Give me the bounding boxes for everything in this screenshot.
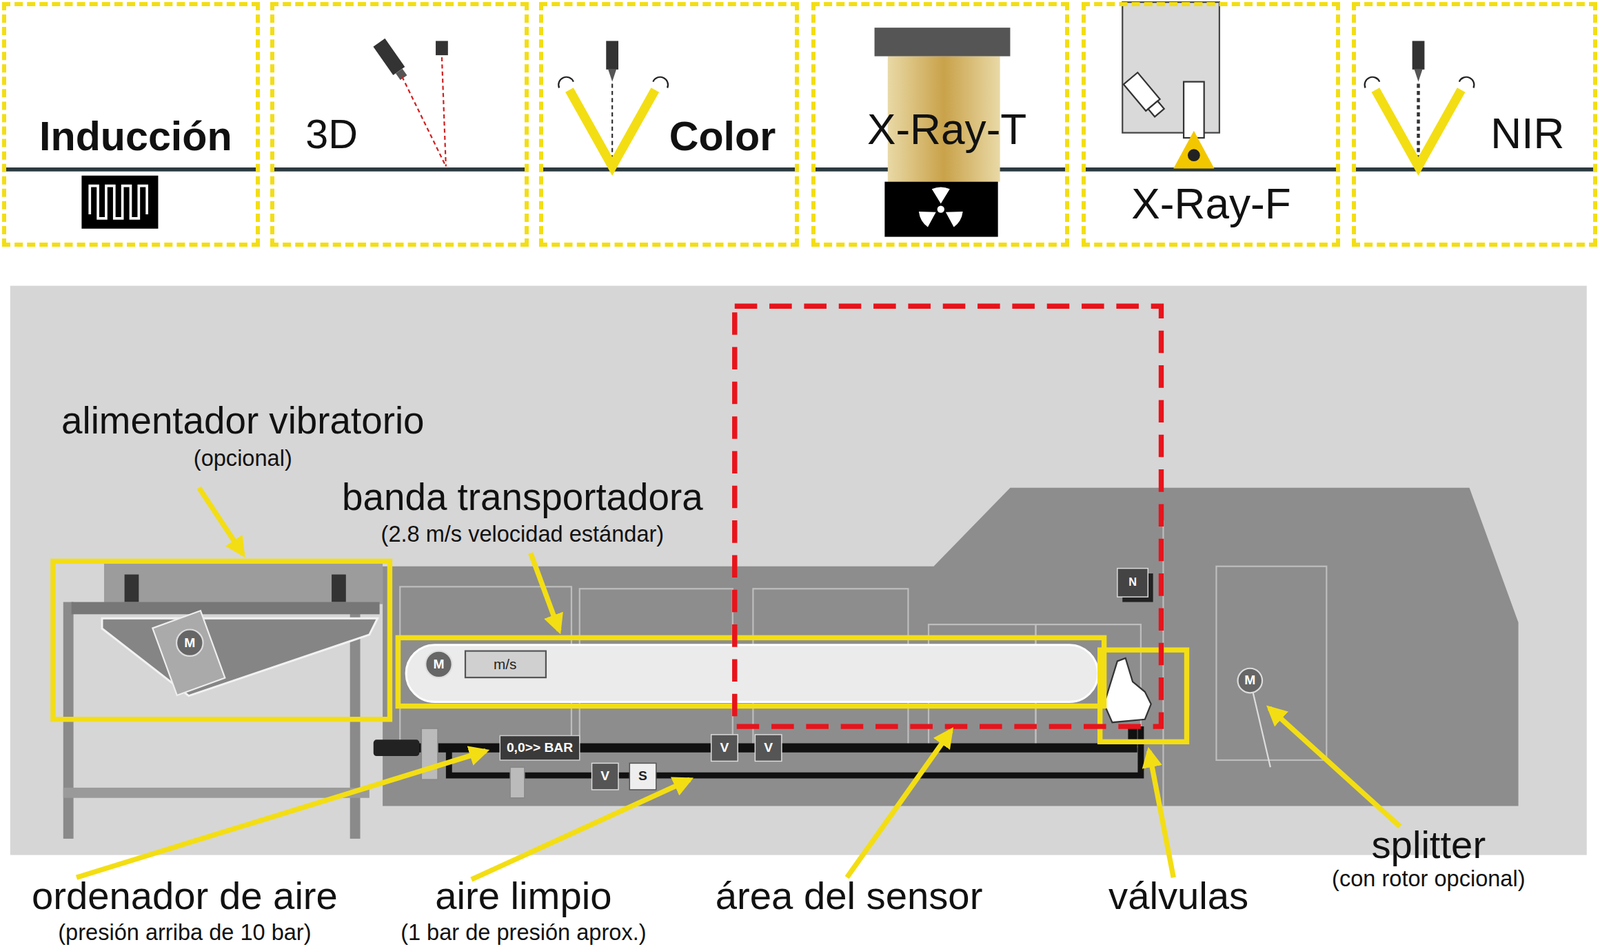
part-note: (opcional): [193, 446, 293, 472]
sensor-box: NIR: [1351, 2, 1597, 247]
part-note: (2.8 m/s velocidad estándar): [381, 522, 665, 548]
sensor-label: 3D: [305, 112, 358, 158]
sorting-machine: [10, 286, 1587, 880]
part-label: alimentador vibratorio: [61, 399, 424, 442]
valve-symbol: V: [720, 740, 730, 755]
part-label: ordenador de aire: [31, 874, 338, 918]
motor-symbol: M: [184, 635, 196, 651]
part-label: área del sensor: [715, 874, 984, 918]
speed-display: m/s: [493, 656, 517, 673]
part-label: splitter: [1371, 823, 1486, 867]
sensor-box: X-Ray-F: [1081, 2, 1340, 247]
part-label: válvulas: [1108, 874, 1249, 918]
part-label: banda transportadora: [341, 476, 704, 518]
sensor-label: X-Ray-T: [867, 106, 1027, 154]
sensor-label: Inducción: [39, 114, 233, 160]
sensor-label: NIR: [1490, 110, 1565, 158]
motor-symbol: M: [432, 656, 444, 672]
sensor-label: X-Ray-F: [1131, 180, 1291, 228]
part-note: (con rotor opcional): [1331, 867, 1525, 893]
sensor-box: 3D: [270, 2, 529, 247]
sensor-icons: [4, 2, 1596, 237]
pressure-display: 0,0>> BAR: [506, 740, 573, 755]
valve-symbol: V: [763, 740, 773, 755]
part-note: (1 bar de presión aprox.): [400, 921, 646, 947]
valve-symbol: V: [600, 769, 610, 784]
part-label: aire limpio: [434, 874, 612, 918]
part-note: (presión arriba de 10 bar): [57, 921, 311, 947]
sensor-box: Inducción: [2, 2, 260, 247]
sensor-box: Color: [539, 2, 799, 247]
sensor-box: X-Ray-T: [811, 2, 1070, 247]
sensor-symbol: N: [1128, 576, 1137, 589]
sensor-symbol: S: [638, 769, 648, 784]
motor-symbol: M: [1244, 673, 1256, 688]
sensor-label: Color: [669, 114, 777, 160]
